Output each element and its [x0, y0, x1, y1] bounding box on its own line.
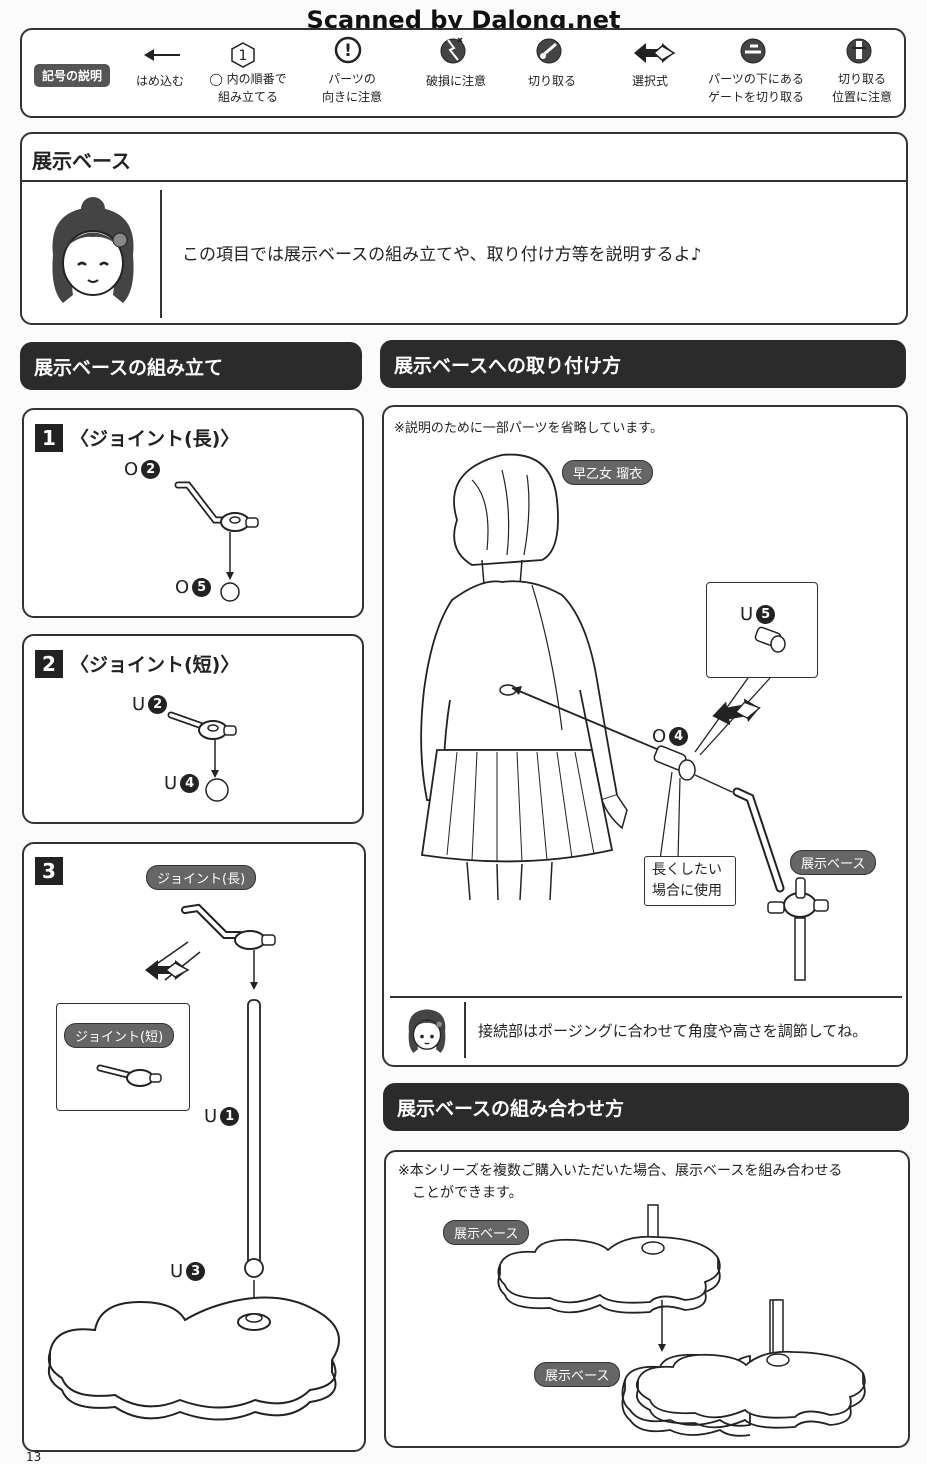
legend-label: パーツの 向きに注意 — [321, 72, 382, 104]
joint-short-illustration — [167, 711, 237, 802]
combine-header: 展示ベースの組み合わせ方 — [383, 1083, 909, 1131]
svg-text:1: 1 — [239, 48, 248, 64]
legend-label: 破損に注意 — [425, 74, 486, 88]
combine-base-label-1: 展示ベース — [443, 1220, 530, 1245]
assembly-header: 展示ベースの組み立て — [20, 342, 362, 390]
legend-label: 切り取る — [527, 74, 576, 88]
combine-note: ※本シリーズを複数ご購入いただいた場合、展示ベースを組み合わせる ことができます… — [398, 1163, 843, 1201]
attach-tip-avatar-divider — [464, 1002, 466, 1058]
step2-title: 〈ジョイント(短)〉 — [70, 654, 240, 676]
legend-label: 選択式 — [631, 74, 668, 88]
svg-text:!: ! — [344, 41, 352, 61]
legend-label: はめ込む — [135, 74, 184, 88]
connector-illustration — [511, 626, 829, 981]
long-use-callout — [644, 856, 736, 906]
combine-lower-base-extension — [635, 1299, 866, 1429]
attach-header: 展示ベースへの取り付け方 — [380, 340, 906, 388]
intro-box — [20, 132, 908, 325]
legend-label: パーツの下にある ゲートを切り取る — [707, 72, 804, 104]
step1-title: 〈ジョイント(長)〉 — [70, 428, 240, 450]
stand-assembly-illustration — [47, 903, 340, 1421]
long-use-text: 長くしたい 場合に使用 — [652, 862, 722, 899]
legend-tag: 記号の説明 — [34, 64, 111, 87]
combine-base-label-2: 展示ベース — [534, 1362, 621, 1387]
attach-tip-text: 接続部はポージングに合わせて角度や高さを調節してね。 — [478, 1022, 868, 1040]
legend-label: ◯ 内の順番で 組み立てる — [209, 72, 287, 104]
attach-base-label: 展示ベース — [790, 850, 877, 875]
intro-title-divider — [22, 180, 906, 182]
character-name-label: 早乙女 瑠衣 — [562, 460, 654, 485]
girl-small-avatar-icon — [408, 1009, 446, 1053]
step3-joint-long-label: ジョイント(長) — [146, 865, 257, 890]
step2-number: 2 — [35, 650, 63, 678]
step1-number: 1 — [35, 424, 63, 452]
joint-long-illustration — [174, 481, 259, 602]
legend-label: 切り取る 位置に注意 — [831, 72, 892, 104]
girl-avatar-icon — [52, 197, 134, 303]
step3-joint-short-label: ジョイント(短) — [64, 1023, 175, 1048]
intro-text: この項目では展示ベースの組み立てや、取り付け方等を説明するよ♪ — [182, 245, 702, 265]
page-number: 13 — [26, 1450, 42, 1464]
attach-note: ※説明のために一部パーツを省略しています。 — [394, 421, 663, 436]
intro-title: 展示ベース — [32, 149, 131, 173]
intro-avatar-divider — [160, 190, 162, 318]
step3-number: 3 — [35, 857, 63, 885]
attach-tip-divider — [390, 996, 902, 998]
character-figure-illustration — [420, 453, 628, 901]
step3-alt-part-box — [56, 1003, 190, 1111]
